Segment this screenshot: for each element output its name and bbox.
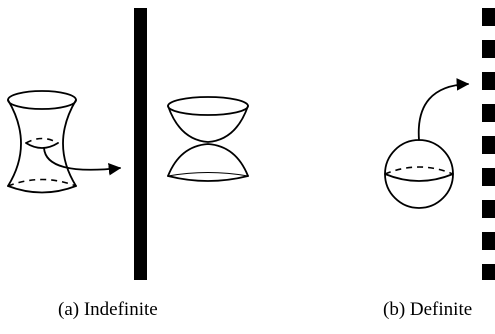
panel-b (384, 8, 495, 280)
arrow-b (417, 78, 470, 141)
hyperboloid-one-sheet-icon (7, 90, 77, 194)
sphere-icon (384, 139, 454, 209)
dashed-wall (482, 8, 495, 280)
arrow-a (43, 147, 122, 176)
hyperboloid-two-sheets-icon (167, 96, 249, 182)
panel-a (7, 8, 249, 280)
caption-definite: (b) Definite (383, 299, 473, 320)
solid-wall (134, 8, 147, 280)
caption-indefinite: (a) Indefinite (58, 299, 158, 320)
